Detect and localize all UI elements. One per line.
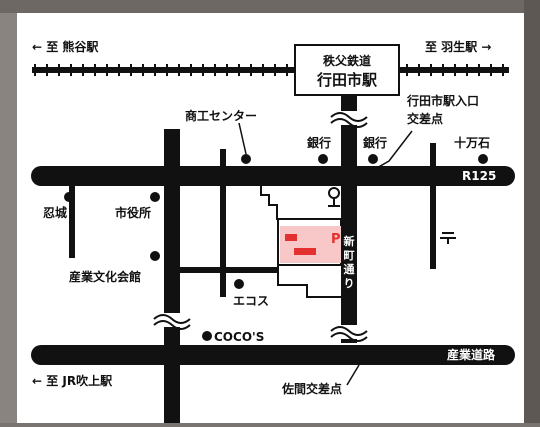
leader-crossing bbox=[362, 130, 413, 177]
industrial-road bbox=[31, 345, 515, 365]
ecos-label: エコス bbox=[233, 294, 269, 308]
road-break-east-lower bbox=[330, 325, 368, 342]
city-hall-dot bbox=[150, 192, 160, 202]
shopping-center-dot bbox=[241, 154, 251, 164]
rail-line-name: 秩父鉄道 bbox=[323, 53, 371, 68]
police-box-icon bbox=[328, 187, 340, 207]
industry-hall-label: 産業文化会館 bbox=[69, 269, 141, 284]
route-125-label: R125 bbox=[462, 169, 496, 183]
bank-1-label: 銀行 bbox=[306, 135, 331, 150]
direction-hanyu: 至 羽生駅 → bbox=[425, 39, 491, 54]
station-name: 行田市駅 bbox=[316, 71, 378, 89]
post-office-icon bbox=[440, 232, 456, 244]
side-road-oshi bbox=[69, 186, 75, 258]
bank-2-label: 銀行 bbox=[362, 135, 387, 150]
oshi-castle-label: 忍城 bbox=[43, 205, 67, 220]
industry-hall-dot bbox=[150, 251, 160, 261]
shinmachi-road bbox=[341, 95, 357, 343]
road-break-upper bbox=[330, 111, 368, 128]
crossing-label-line2: 交差点 bbox=[407, 111, 443, 126]
parking-mark: P bbox=[331, 232, 341, 247]
oshi-castle-dot bbox=[64, 192, 74, 202]
ecos-road bbox=[180, 267, 278, 273]
crossing-label-line1: 行田市駅入口 bbox=[406, 93, 479, 108]
cocos-dot bbox=[202, 331, 212, 341]
target-block: P bbox=[260, 186, 342, 298]
sama-crossing-label: 佐間交差点 bbox=[281, 381, 342, 396]
shinmachi-label-2: 町 bbox=[344, 249, 355, 262]
direction-kumagaya: ← 至 熊谷駅 bbox=[32, 39, 99, 54]
bank-1-dot bbox=[318, 154, 328, 164]
target-building bbox=[285, 234, 297, 241]
ecos-dot bbox=[234, 279, 244, 289]
side-road-east bbox=[430, 143, 436, 269]
cocos-label: COCO'S bbox=[214, 330, 264, 344]
railway bbox=[32, 64, 509, 76]
shopping-center-label: 商工センター bbox=[185, 108, 257, 123]
map-canvas: ← 至 熊谷駅 至 羽生駅 → 秩父鉄道 行田市駅 R125 産業道路 bbox=[31, 39, 515, 423]
city-hall-label: 市役所 bbox=[115, 205, 151, 220]
jumangoku-label: 十万石 bbox=[454, 135, 490, 150]
side-road-a bbox=[220, 149, 226, 297]
industrial-road-label: 産業道路 bbox=[447, 347, 496, 362]
access-map: ← 至 熊谷駅 至 羽生駅 → 秩父鉄道 行田市駅 R125 産業道路 bbox=[17, 13, 524, 423]
shinmachi-label-4: り bbox=[344, 277, 355, 290]
station-box bbox=[294, 44, 400, 96]
shinmachi-label-3: 通 bbox=[344, 263, 355, 276]
route-125 bbox=[31, 166, 515, 186]
shinmachi-label-1: 新 bbox=[344, 234, 355, 248]
leader-sama bbox=[346, 364, 360, 386]
leader-shopping bbox=[238, 122, 247, 155]
road-break-west bbox=[153, 313, 191, 330]
jumangoku-dot bbox=[478, 154, 488, 164]
bank-2-dot bbox=[368, 154, 378, 164]
direction-fukiage: ← 至 JR吹上駅 bbox=[32, 373, 113, 388]
